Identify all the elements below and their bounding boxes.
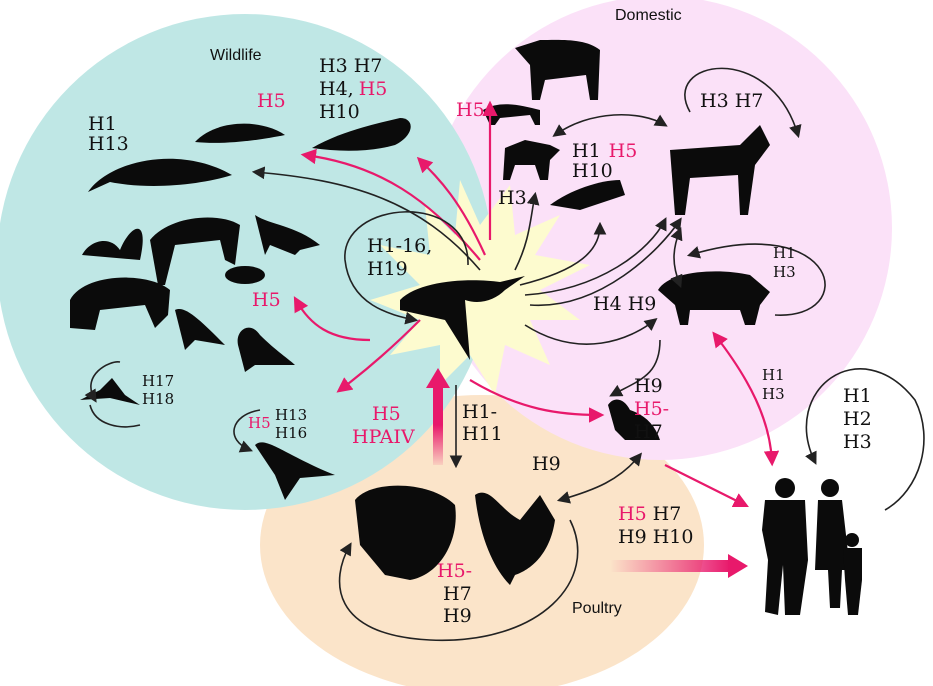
region-label-poultry: Poultry (572, 600, 622, 617)
skunk-icon (82, 228, 143, 260)
region-label-domestic: Domestic (615, 7, 682, 24)
arrow-quail-human (664, 464, 749, 507)
arrow-dog-horse (552, 113, 668, 137)
falcon-icon (175, 309, 225, 350)
arrow-poultry-duck-head (426, 368, 450, 388)
transmission-arrows (90, 67, 925, 641)
label-dolphin: H5 (257, 90, 286, 112)
horse-icon (670, 125, 770, 215)
dog-icon (503, 140, 560, 180)
loop-human (805, 368, 925, 511)
label-horse: H3 H7 (700, 90, 763, 112)
label-pig-in: H4 H9 (593, 293, 656, 315)
arrow-duck-dolphin (416, 156, 487, 256)
arrow-duck-dog (514, 191, 540, 271)
loop-pig (686, 243, 826, 316)
polar-bear-icon (70, 277, 170, 330)
arrow-duck-ferret (519, 221, 607, 286)
arrow-pig-quail (609, 339, 661, 397)
arrow-pig-human (712, 331, 780, 467)
arrow-horse-pig (670, 227, 683, 288)
cow-icon (515, 39, 600, 100)
region-label-wildlife: Wildlife (210, 47, 262, 64)
fox-icon (255, 215, 320, 255)
dolphin-icon (195, 123, 285, 143)
label-dog: H3 (498, 187, 527, 209)
ferret-icon (550, 180, 625, 210)
label-seal: H3 H7 H4,H5 H10 (319, 55, 393, 123)
pig-icon (658, 271, 770, 325)
loop-bat (90, 361, 141, 428)
label-wild-duck: H1-16,H19 (367, 235, 432, 280)
loop-horse (684, 67, 802, 139)
seal-icon (312, 118, 411, 151)
arrow-poultry-duck-h5 (433, 385, 443, 465)
arrow-duck-quail (469, 379, 605, 423)
arrow-poultry-human-head (728, 554, 748, 578)
loop-gull (233, 409, 261, 453)
arrow-duck-pig (524, 318, 658, 345)
arrow-quail-chicken (556, 452, 643, 504)
rodent-icon (225, 266, 265, 284)
label-duck-poultry: H1-H11 (462, 401, 503, 445)
human-family-icon (762, 478, 862, 615)
turkey-icon (355, 485, 456, 580)
gull-icon (255, 442, 335, 500)
whale-icon (88, 158, 232, 192)
arrow-duck-wildlife (293, 296, 371, 342)
eagle-icon (237, 327, 295, 372)
quail-icon (608, 399, 660, 440)
arrow-duck-gull (336, 319, 421, 393)
loop-wild-duck (344, 211, 469, 325)
loop-poultry (338, 519, 579, 641)
chicken-icon (475, 492, 555, 585)
arrow-duck-horse (524, 217, 667, 296)
label-rodent: H5 (252, 289, 281, 311)
cougar-icon (150, 217, 240, 285)
wild-duck-icon (400, 276, 525, 360)
label-quail-poultry: H9 (532, 453, 561, 475)
arrow-duck-whale (251, 166, 481, 271)
label-cat: H5 (456, 99, 485, 121)
arrow-poultry-human (610, 560, 730, 572)
